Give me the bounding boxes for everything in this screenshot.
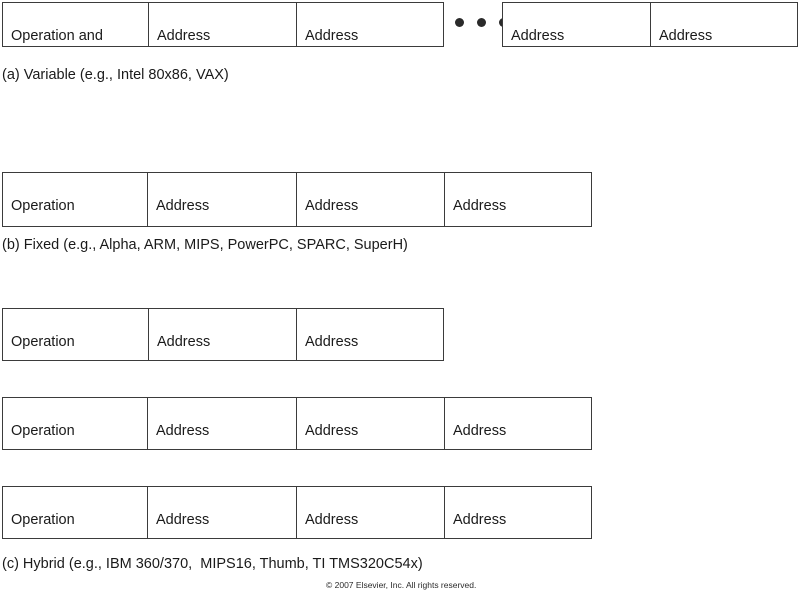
cell-line-1: Address [156,197,210,214]
field-cell: Address field 2 [444,486,592,539]
field-cell: Address specifier [147,486,296,539]
field-cell: Address specifier 1 [147,397,296,450]
cell-line-1: Operation [11,333,75,350]
variable-format-group-b: Address specifier n Address field n [502,2,798,47]
cell-line-1: Address [157,27,211,44]
field-cell: Address specifier 1 [148,2,296,47]
cell-line-1: Address [453,511,507,528]
cell-line-1: Address [453,422,507,439]
field-cell: Address specifier 2 [296,397,444,450]
cell-line-1: Address [305,197,359,214]
caption-variable: (a) Variable (e.g., Intel 80x86, VAX) [2,67,229,83]
field-cell: Address field 3 [444,172,592,227]
field-cell: Address field 1 [296,486,444,539]
field-cell: Address specifier [148,308,296,361]
field-cell: Operation [2,172,147,227]
cell-line-1: Address [305,511,359,528]
cell-line-1: Address [453,197,507,214]
caption-fixed: (b) Fixed (e.g., Alpha, ARM, MIPS, Power… [2,237,408,253]
cell-line-1: Operation and [11,27,103,44]
field-cell: Address specifier n [502,2,650,47]
ellipsis-dot [455,18,464,27]
field-cell: Operation [2,486,147,539]
hybrid-format-row-3: Operation Address specifier Address fiel… [2,486,592,539]
variable-format-group-a: Operation and no. of operands Address sp… [2,2,444,47]
cell-line-1: Address [659,27,713,44]
field-cell: Operation [2,308,148,361]
field-cell: Address field 1 [296,2,444,47]
field-cell: Address field 1 [147,172,296,227]
ellipsis-icon [455,18,508,27]
fixed-format-row: Operation Address field 1 Address field … [2,172,592,227]
field-cell: Operation [2,397,147,450]
caption-hybrid: (c) Hybrid (e.g., IBM 360/370, MIPS16, T… [2,556,423,572]
cell-line-1: Operation [11,511,75,528]
cell-line-1: Address [305,422,359,439]
field-cell: Address field [444,397,592,450]
cell-line-1: Address [305,333,359,350]
cell-line-1: Address [511,27,565,44]
hybrid-format-row-2: Operation Address specifier 1 Address sp… [2,397,592,450]
field-cell: Address field 2 [296,172,444,227]
cell-line-1: Address [156,422,210,439]
hybrid-format-row-1: Operation Address specifier Address fiel… [2,308,444,361]
cell-line-1: Address [305,27,359,44]
ellipsis-dot [477,18,486,27]
cell-line-1: Address [156,511,210,528]
cell-line-1: Operation [11,422,75,439]
field-cell: Operation and no. of operands [2,2,148,47]
copyright-notice: © 2007 Elsevier, Inc. All rights reserve… [326,580,477,590]
cell-line-1: Operation [11,197,75,214]
cell-line-1: Address [157,333,211,350]
field-cell: Address field n [650,2,798,47]
field-cell: Address field [296,308,444,361]
